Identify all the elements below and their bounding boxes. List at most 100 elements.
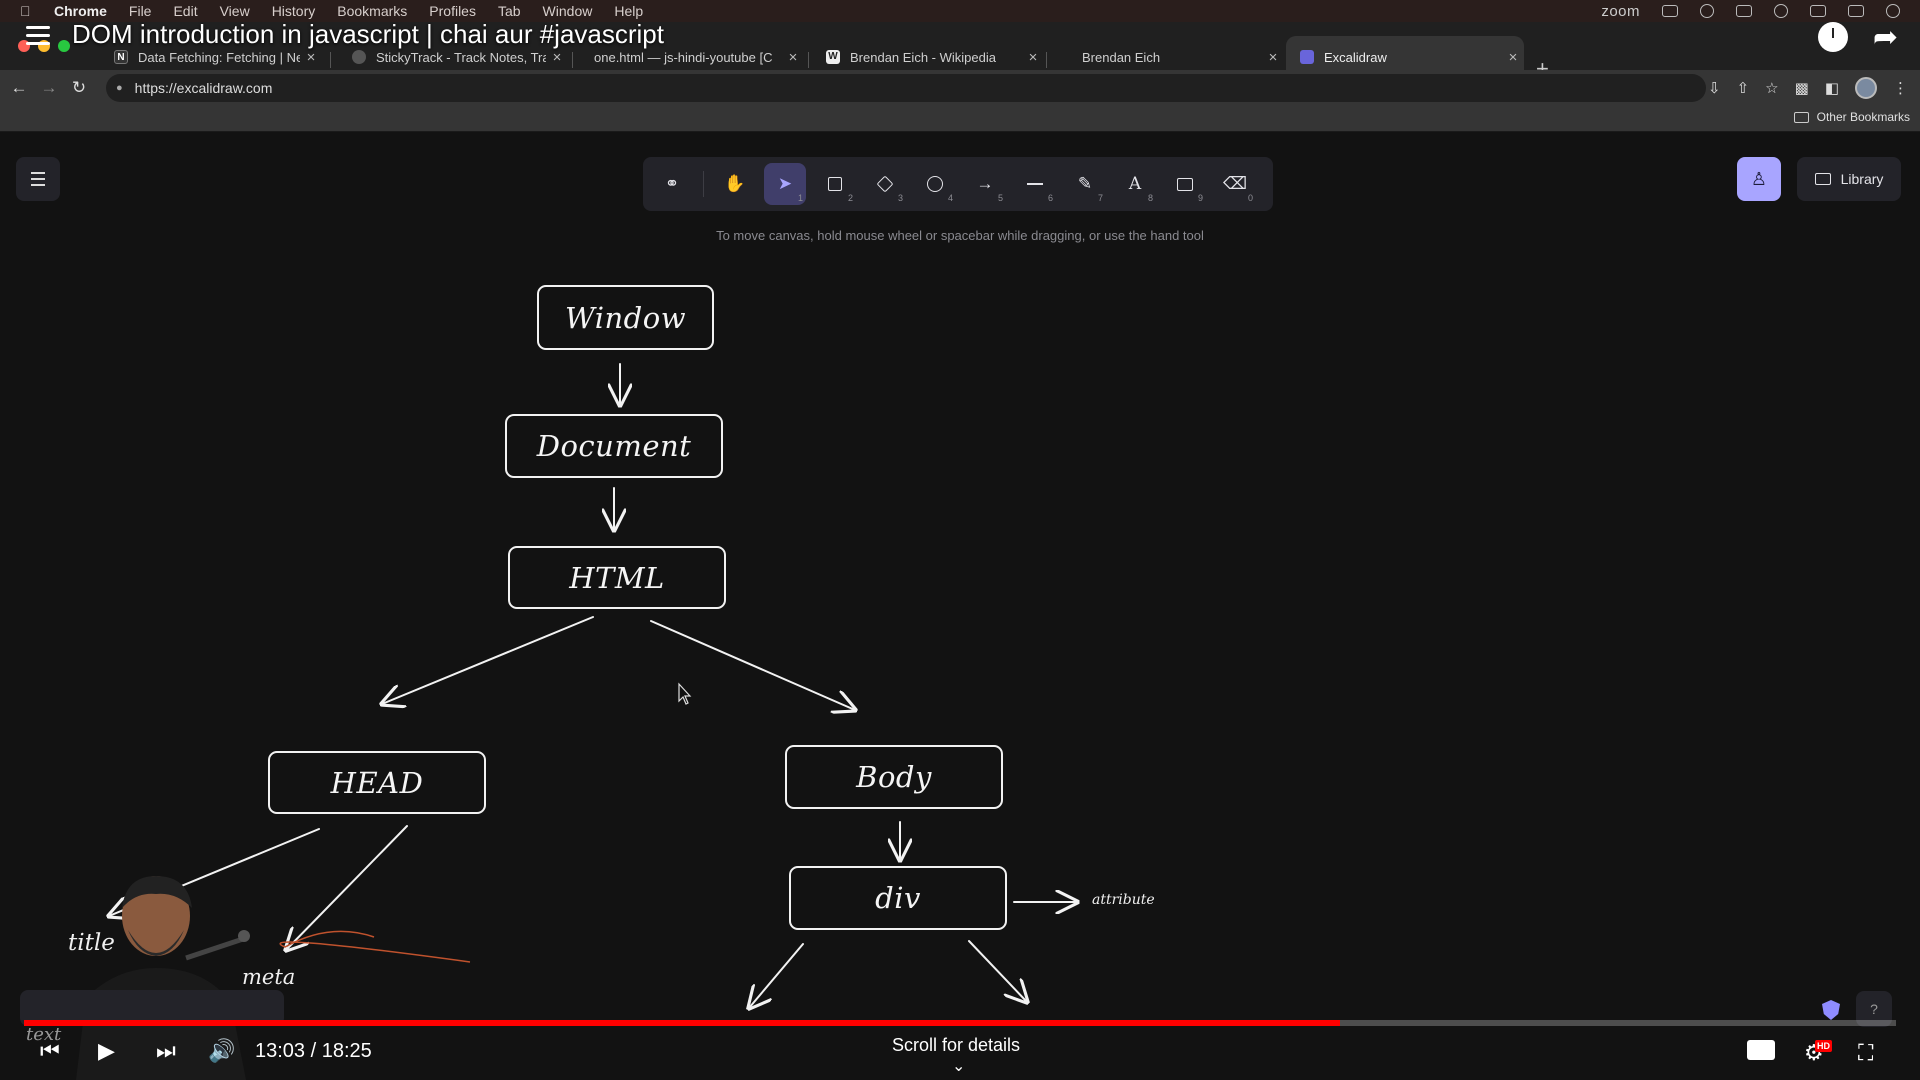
label-title[interactable]: title — [68, 930, 115, 956]
hd-badge: HD — [1815, 1040, 1832, 1052]
zoom-window-button[interactable] — [58, 40, 70, 52]
arrow-div-right — [968, 940, 1027, 1002]
install-app-icon[interactable]: ⇩ — [1708, 80, 1721, 97]
url-text[interactable]: https://excalidraw.com — [134, 80, 273, 96]
back-icon[interactable]: ← — [10, 78, 28, 97]
forward-icon[interactable]: → — [40, 78, 58, 97]
shortcut-key: 9 — [1197, 193, 1203, 203]
tab-close-icon[interactable]: × — [1508, 48, 1518, 66]
node-window[interactable]: Window — [537, 285, 714, 350]
tab-close-icon[interactable]: × — [1028, 48, 1038, 66]
zoom-status[interactable]: zoom — [1601, 2, 1640, 20]
extensions-icon[interactable]: ▩ — [1794, 80, 1809, 97]
label-text[interactable]: text — [26, 1024, 62, 1045]
shortcut-key: 1 — [797, 193, 803, 203]
line-tool-button[interactable]: 6 — [1014, 163, 1056, 205]
help-button[interactable]: ? — [1856, 991, 1892, 1027]
volume-icon[interactable]: 🔊 — [208, 1038, 236, 1063]
chevron-down-icon[interactable]: ⌄ — [952, 1058, 966, 1075]
label-attribute[interactable]: attribute — [1092, 892, 1155, 908]
tab-brendan-eich-wikipedia[interactable]: W Brendan Eich - Wikipedia × — [812, 36, 1044, 78]
rectangle-tool-button[interactable]: 2 — [814, 163, 856, 205]
image-tool-button[interactable]: 9 — [1164, 163, 1206, 205]
node-div[interactable]: div — [789, 866, 1007, 930]
encryption-shield-icon[interactable] — [1822, 1000, 1840, 1020]
play-icon[interactable]: ▶ — [98, 1038, 115, 1063]
m-icon[interactable] — [1700, 4, 1714, 18]
node-head[interactable]: HEAD — [268, 751, 486, 814]
tab-close-icon[interactable]: × — [1268, 48, 1278, 66]
hand-tool-button[interactable]: ✋ — [714, 163, 756, 205]
label-meta[interactable]: meta — [242, 965, 296, 989]
node-html[interactable]: HTML — [508, 546, 726, 609]
tab-one-html[interactable]: one.html — js-hindi-youtube [C × — [580, 36, 804, 78]
tab-data-fetching[interactable]: N Data Fetching: Fetching | Next × — [100, 36, 322, 78]
omnibox[interactable]: ● https://excalidraw.com — [106, 74, 1706, 102]
lock-icon[interactable]: ● — [116, 82, 123, 94]
arrow-div-left — [749, 943, 804, 1008]
node-document[interactable]: Document — [505, 414, 723, 478]
node-body[interactable]: Body — [785, 745, 1003, 809]
play-status-icon[interactable] — [1774, 4, 1788, 18]
tab-divider — [330, 52, 331, 68]
grid-icon[interactable] — [1662, 5, 1678, 17]
other-bookmarks[interactable]: Other Bookmarks — [1793, 110, 1910, 124]
video-title[interactable]: DOM introduction in javascript | chai au… — [72, 19, 664, 49]
menu-history[interactable]: History — [271, 3, 316, 19]
reload-icon[interactable]: ↻ — [71, 78, 87, 97]
ellipse-icon — [927, 176, 943, 192]
youtube-menu-icon[interactable] — [26, 26, 50, 50]
shortcut-key: 3 — [897, 193, 903, 203]
tab-brendan-eich[interactable]: Brendan Eich × — [1068, 36, 1284, 78]
tab-close-icon[interactable]: × — [552, 48, 562, 66]
menu-edit[interactable]: Edit — [173, 3, 198, 19]
menu-window[interactable]: Window — [542, 3, 593, 19]
captions-button[interactable] — [1747, 1040, 1775, 1060]
menu-view[interactable]: View — [219, 3, 250, 19]
collaborate-button[interactable]: ♙ — [1737, 157, 1781, 201]
side-panel-icon[interactable]: ◧ — [1824, 80, 1839, 97]
control-center-icon[interactable] — [1848, 5, 1864, 17]
arrow-tool-button[interactable]: →5 — [964, 163, 1006, 205]
tab-close-icon[interactable]: × — [306, 48, 316, 66]
rectangle-icon — [828, 177, 842, 191]
menu-bookmarks[interactable]: Bookmarks — [337, 3, 408, 19]
bookmarks-bar: Other Bookmarks — [0, 106, 1920, 132]
tab-close-icon[interactable]: × — [788, 48, 798, 66]
scroll-for-details[interactable]: Scroll for details — [892, 1035, 1021, 1055]
previous-icon[interactable]: ⏮ — [40, 1038, 60, 1063]
tab-stickytrack[interactable]: StickyTrack - Track Notes, Trac × — [338, 36, 568, 78]
menu-help[interactable]: Help — [614, 3, 644, 19]
menu-profiles[interactable]: Profiles — [429, 3, 476, 19]
apple-icon[interactable]:  — [20, 3, 34, 19]
watch-later-icon[interactable] — [1818, 22, 1848, 52]
menu-tab[interactable]: Tab — [497, 3, 521, 19]
bookmark-star-icon[interactable]: ☆ — [1765, 80, 1779, 97]
more-menu-icon[interactable]: ⋮ — [1893, 80, 1908, 97]
library-button[interactable]: Library — [1797, 157, 1901, 201]
selection-tool-button[interactable]: ➤1 — [764, 163, 806, 205]
line-icon — [1027, 183, 1043, 185]
share-page-icon[interactable]: ⇧ — [1736, 80, 1750, 97]
siri-icon[interactable] — [1886, 4, 1900, 18]
share-icon[interactable]: ➦ — [1872, 21, 1898, 54]
tab-label: Data Fetching: Fetching | Next — [138, 49, 300, 65]
lock-tool-button[interactable]: ⚭ — [651, 163, 693, 205]
draw-tool-button[interactable]: ✎7 — [1064, 163, 1106, 205]
ellipse-tool-button[interactable]: 4 — [914, 163, 956, 205]
menu-file[interactable]: File — [128, 3, 152, 19]
exit-fullscreen-icon[interactable]: ⛶ — [1858, 1040, 1874, 1065]
eraser-tool-button[interactable]: ⌫0 — [1214, 163, 1256, 205]
video-progress-bar[interactable] — [24, 1020, 1896, 1026]
diamond-tool-button[interactable]: 3 — [864, 163, 906, 205]
main-menu-button[interactable] — [16, 157, 60, 201]
time-display: 13:03 / 18:25 — [255, 1040, 372, 1062]
screen-record-icon[interactable] — [1736, 5, 1752, 17]
menu-app-chrome[interactable]: Chrome — [54, 3, 107, 19]
wifi-icon[interactable] — [1810, 5, 1826, 17]
next-icon[interactable]: ⏭ — [156, 1038, 176, 1063]
profile-avatar[interactable] — [1855, 77, 1877, 99]
